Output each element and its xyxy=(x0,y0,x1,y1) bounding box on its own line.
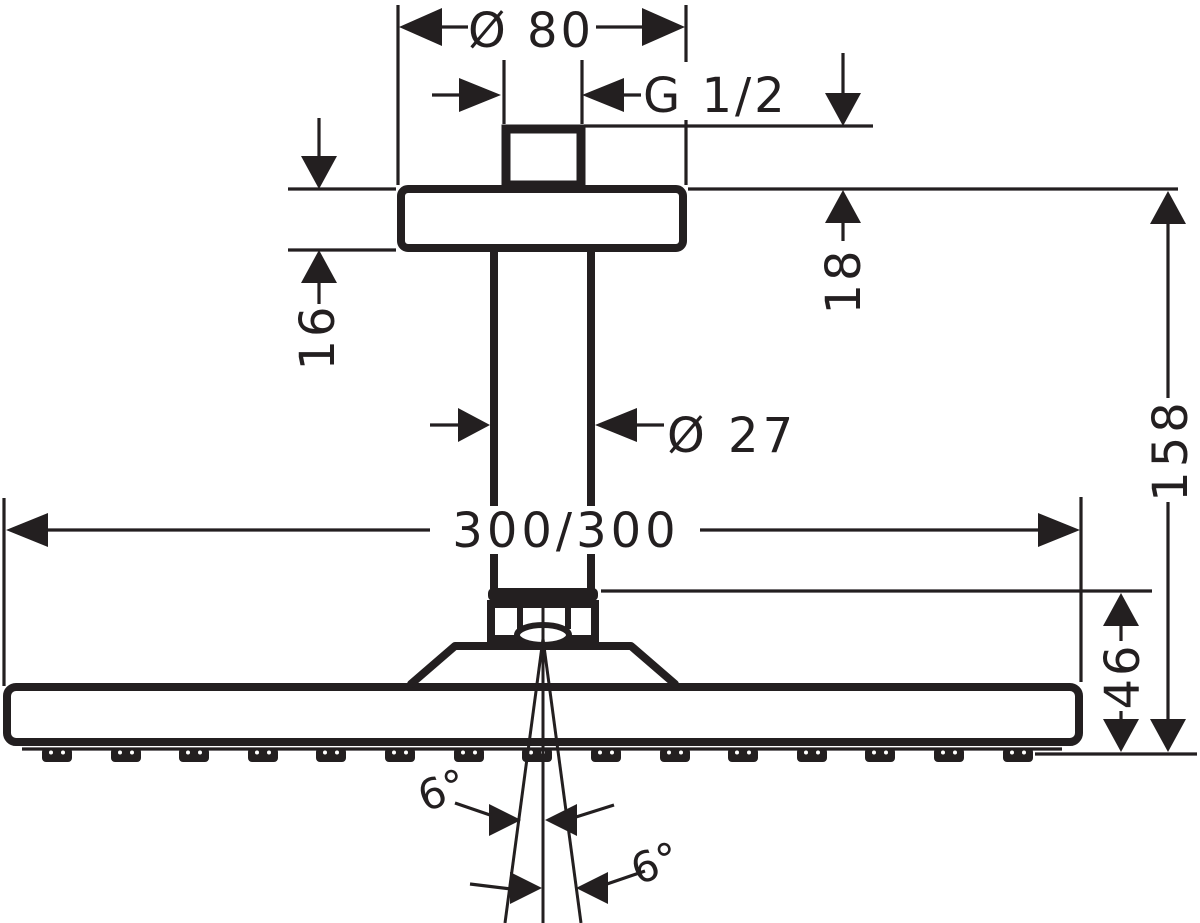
spray-line-right xyxy=(541,638,583,923)
dim-label-flange-diameter: Ø 80 xyxy=(468,3,594,59)
union-nut xyxy=(488,588,598,601)
dim-16: 16 xyxy=(288,118,396,371)
arrow-left-icon xyxy=(582,78,624,112)
arrow-up-icon xyxy=(1150,191,1186,224)
dim-label-158: 158 xyxy=(1143,398,1199,502)
dim-label-pipe-diameter: Ø 27 xyxy=(667,408,797,464)
ceiling-flange xyxy=(397,185,687,252)
connection-pipe xyxy=(490,252,595,589)
dim-label-46: 46 xyxy=(1095,642,1151,709)
dim-head-size: 300/300 xyxy=(2,497,1083,686)
arrow-left-icon xyxy=(576,872,608,904)
arrow-right-icon xyxy=(489,804,521,836)
dim-18: 18 xyxy=(584,53,873,315)
dim-label-16: 16 xyxy=(290,303,346,370)
dim-label-18: 18 xyxy=(816,247,872,314)
arrow-right-icon xyxy=(1038,513,1080,547)
arrow-right-icon xyxy=(642,8,685,46)
dim-label-thread-size: G 1/2 xyxy=(643,68,788,124)
arrow-down-icon xyxy=(825,93,861,126)
arrow-up-icon xyxy=(301,250,337,283)
nozzle-row xyxy=(42,748,1033,762)
arrow-down-icon xyxy=(301,156,337,189)
arrow-up-icon xyxy=(825,190,861,223)
dim-pipe-diameter: Ø 27 xyxy=(430,408,797,464)
dim-flange-diameter: Ø 80 xyxy=(396,3,688,185)
arrow-left-icon xyxy=(545,804,577,836)
arrow-right-icon xyxy=(510,872,542,904)
arrow-up-icon xyxy=(1103,593,1139,626)
arrow-down-icon xyxy=(1150,719,1186,752)
arrow-right-icon xyxy=(459,78,501,112)
arrow-right-icon xyxy=(458,408,490,442)
leader-line xyxy=(606,869,646,886)
leader-line xyxy=(469,882,512,891)
dim-46: 46 xyxy=(601,589,1197,756)
arrow-left-icon xyxy=(399,8,442,46)
arrow-left-icon xyxy=(595,408,637,442)
dim-label-head-size: 300/300 xyxy=(452,503,679,559)
arrow-down-icon xyxy=(1103,719,1139,752)
leader-line xyxy=(454,801,491,817)
dim-158: 158 xyxy=(1143,191,1199,752)
shower-fixture xyxy=(3,124,1083,762)
dim-thread-size: G 1/2 xyxy=(432,60,788,124)
leader-line xyxy=(575,803,615,819)
arrow-left-icon xyxy=(6,513,48,547)
thread-connector xyxy=(501,124,586,190)
